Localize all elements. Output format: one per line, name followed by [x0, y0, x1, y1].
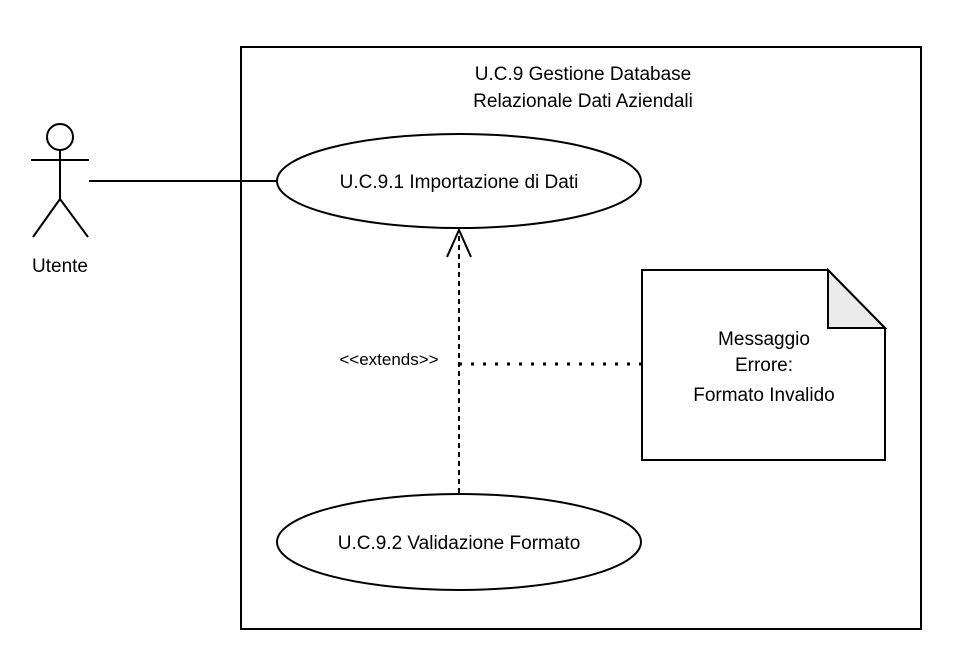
extends-stereotype-label: <<extends>>	[339, 350, 438, 369]
note-fold-icon	[827, 267, 888, 329]
use-case-9-1-label: U.C.9.1 Importazione di Dati	[340, 172, 579, 193]
note-error-message[interactable]: Messaggio Errore: Formato Invalido	[641, 267, 888, 461]
use-case-9-2[interactable]: U.C.9.2 Validazione Formato	[276, 493, 642, 591]
actor-left-leg	[32, 198, 61, 238]
note-line-2: Errore:	[735, 355, 793, 376]
actor-label: Utente	[32, 256, 88, 277]
system-title-line2: Relazionale Dati Aziendali	[473, 91, 693, 112]
use-case-9-2-ellipse	[276, 493, 642, 591]
system-title-line1: U.C.9 Gestione Database	[475, 64, 692, 85]
extends-arrowhead-icon	[446, 227, 472, 258]
use-case-9-1[interactable]: U.C.9.1 Importazione di Dati	[276, 133, 642, 229]
use-case-9-2-label: U.C.9.2 Validazione Formato	[338, 533, 581, 554]
note-line-1: Messaggio	[718, 329, 810, 350]
note-line-3: Formato Invalido	[693, 385, 835, 406]
actor-utente[interactable]: Utente	[31, 123, 89, 277]
note-body	[641, 269, 886, 461]
actor-right-leg	[59, 198, 89, 238]
actor-head	[46, 123, 74, 151]
